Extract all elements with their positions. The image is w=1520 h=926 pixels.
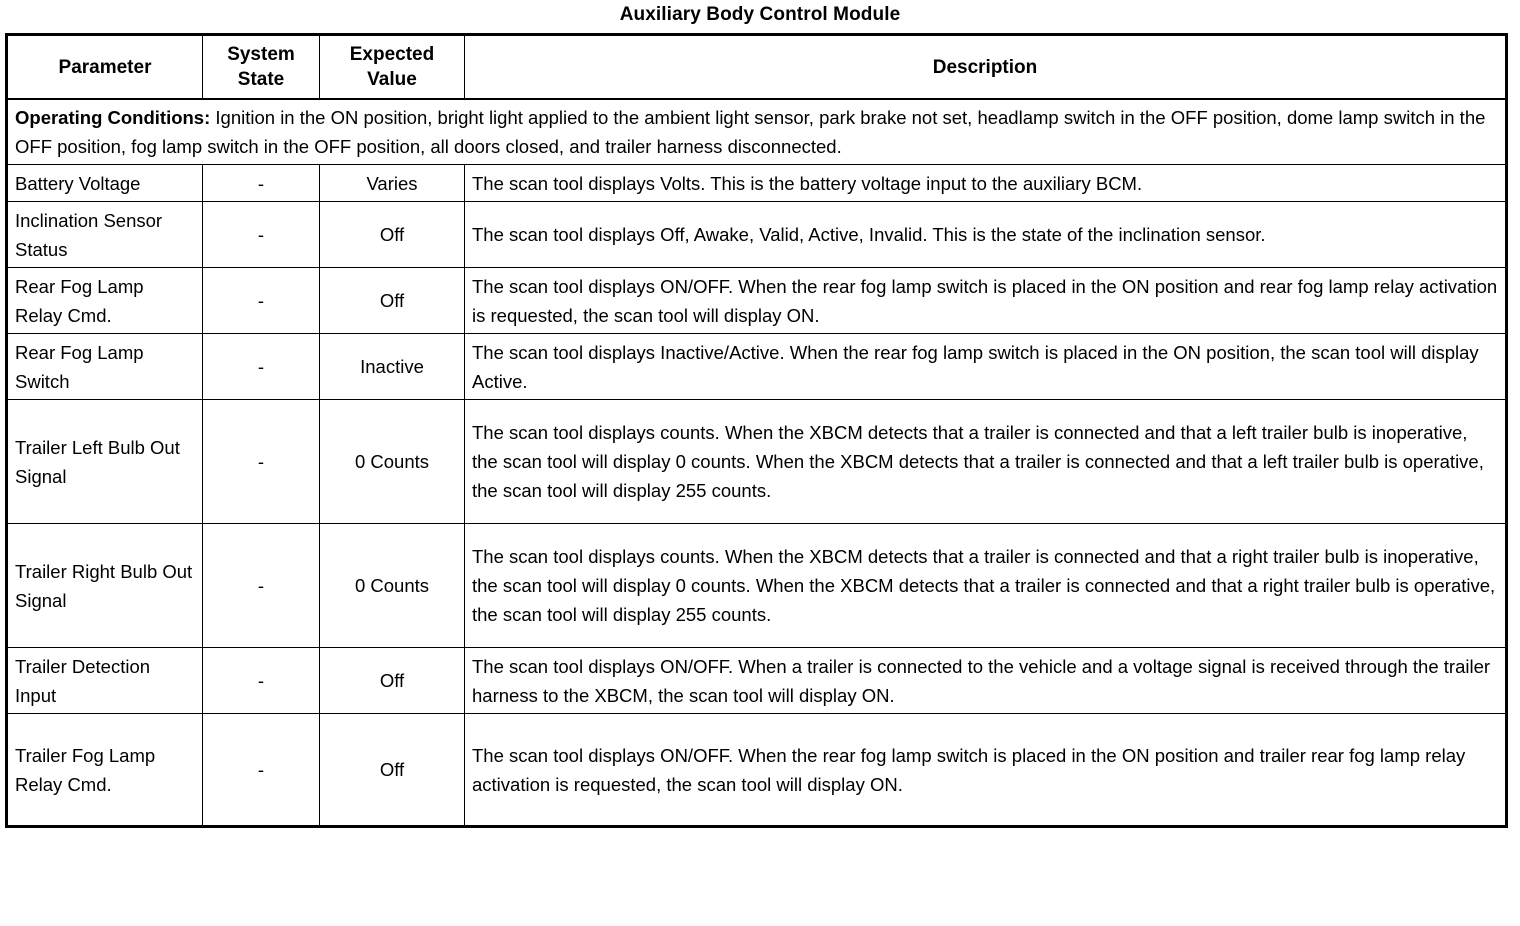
table-row: Rear Fog Lamp Switch - Inactive The scan… xyxy=(6,333,1507,400)
cell-parameter: Rear Fog Lamp Relay Cmd. xyxy=(6,267,203,334)
cell-system-state: - xyxy=(202,164,320,202)
column-header-parameter: Parameter xyxy=(6,34,203,100)
table-row: Rear Fog Lamp Relay Cmd. - Off The scan … xyxy=(6,267,1507,334)
cell-parameter: Battery Voltage xyxy=(6,164,203,202)
cell-description: The scan tool displays counts. When the … xyxy=(464,523,1507,648)
cell-description: The scan tool displays ON/OFF. When a tr… xyxy=(464,647,1507,714)
cell-parameter: Rear Fog Lamp Switch xyxy=(6,333,203,400)
table-row: Trailer Fog Lamp Relay Cmd. - Off The sc… xyxy=(6,713,1507,827)
table-row: Trailer Right Bulb Out Signal - 0 Counts… xyxy=(6,523,1507,648)
cell-parameter: Inclination Sensor Status xyxy=(6,201,203,268)
operating-conditions-cell: Operating Conditions: Ignition in the ON… xyxy=(6,98,1507,165)
operating-conditions-row: Operating Conditions: Ignition in the ON… xyxy=(6,98,1507,165)
cell-description: The scan tool displays Volts. This is th… xyxy=(464,164,1507,202)
cell-system-state: - xyxy=(202,647,320,714)
cell-parameter: Trailer Detection Input xyxy=(6,647,203,714)
column-header-expected-value-line2: Value xyxy=(367,69,417,90)
cell-system-state: - xyxy=(202,713,320,827)
cell-expected-value: Off xyxy=(319,647,465,714)
column-header-description: Description xyxy=(464,34,1507,100)
cell-parameter: Trailer Right Bulb Out Signal xyxy=(6,523,203,648)
table-header: Parameter System State Expected Value De… xyxy=(6,34,1507,100)
cell-expected-value: Off xyxy=(319,267,465,334)
cell-description: The scan tool displays Inactive/Active. … xyxy=(464,333,1507,400)
cell-expected-value: 0 Counts xyxy=(319,399,465,524)
cell-system-state: - xyxy=(202,399,320,524)
cell-parameter: Trailer Left Bulb Out Signal xyxy=(6,399,203,524)
page-title: Auxiliary Body Control Module xyxy=(619,4,901,25)
table-row: Trailer Left Bulb Out Signal - 0 Counts … xyxy=(6,399,1507,524)
operating-conditions-text: Ignition in the ON position, bright ligh… xyxy=(15,107,1486,157)
table-row: Inclination Sensor Status - Off The scan… xyxy=(6,201,1507,268)
cell-expected-value: Varies xyxy=(319,164,465,202)
column-header-system-state-line1: System xyxy=(227,44,295,65)
cell-description: The scan tool displays counts. When the … xyxy=(464,399,1507,524)
column-header-description-label: Description xyxy=(932,56,1038,78)
column-header-parameter-label: Parameter xyxy=(58,56,152,78)
cell-expected-value: Inactive xyxy=(319,333,465,400)
cell-description: The scan tool displays ON/OFF. When the … xyxy=(464,267,1507,334)
operating-conditions-label: Operating Conditions: xyxy=(15,107,211,128)
table-row: Trailer Detection Input - Off The scan t… xyxy=(6,647,1507,714)
cell-expected-value: Off xyxy=(319,201,465,268)
cell-expected-value: Off xyxy=(319,713,465,827)
column-header-system-state: System State xyxy=(202,34,320,100)
cell-expected-value: 0 Counts xyxy=(319,523,465,648)
column-header-expected-value-line1: Expected xyxy=(349,44,435,65)
cell-description: The scan tool displays Off, Awake, Valid… xyxy=(464,201,1507,268)
column-header-expected-value: Expected Value xyxy=(319,34,465,100)
cell-system-state: - xyxy=(202,267,320,334)
parameter-specification-table: Parameter System State Expected Value De… xyxy=(5,33,1508,828)
table-header-row: Parameter System State Expected Value De… xyxy=(6,34,1507,100)
cell-parameter: Trailer Fog Lamp Relay Cmd. xyxy=(6,713,203,827)
column-header-system-state-line2: State xyxy=(237,69,285,90)
cell-system-state: - xyxy=(202,333,320,400)
table-row: Battery Voltage - Varies The scan tool d… xyxy=(6,164,1507,202)
cell-system-state: - xyxy=(202,201,320,268)
cell-description: The scan tool displays ON/OFF. When the … xyxy=(464,713,1507,827)
table-body: Operating Conditions: Ignition in the ON… xyxy=(6,98,1507,827)
cell-system-state: - xyxy=(202,523,320,648)
